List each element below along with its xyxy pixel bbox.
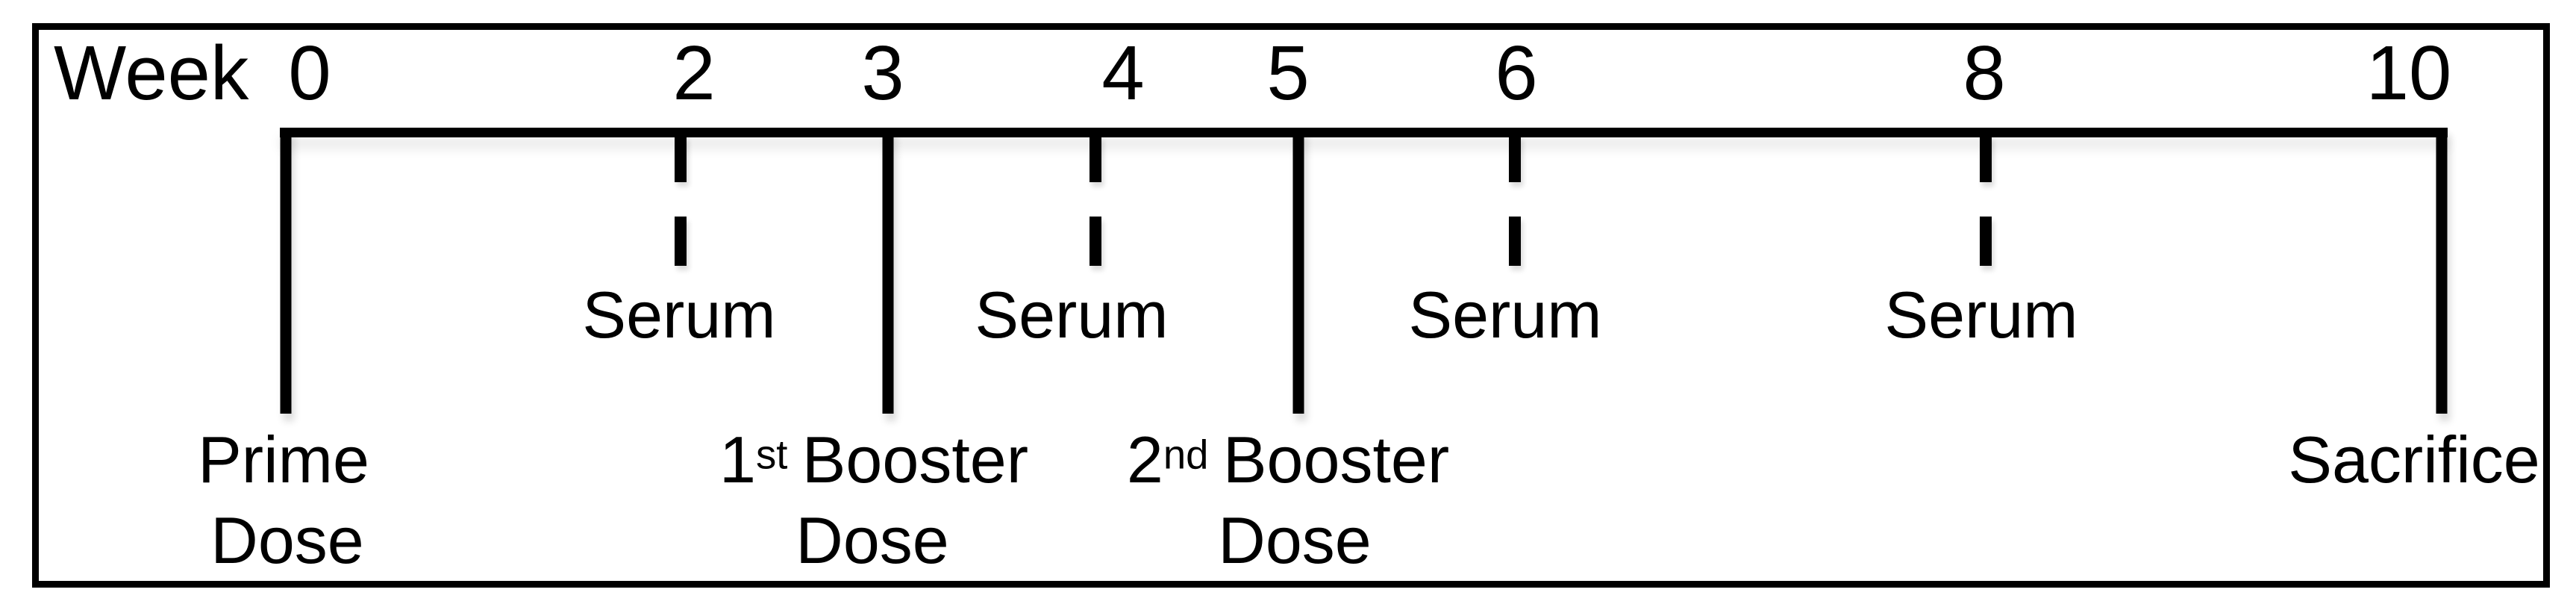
serum-label-week-4: Serum bbox=[975, 278, 1169, 352]
event-line-week-10-sacrifice bbox=[2436, 128, 2448, 414]
event-label-prime: Prime bbox=[198, 423, 369, 497]
serum-tick-week-8-segment-1 bbox=[1980, 135, 1992, 182]
serum-tick-week-2-segment-1 bbox=[675, 135, 687, 182]
week-tick-label-0: 0 bbox=[288, 30, 331, 116]
serum-tick-week-6-segment-2 bbox=[1509, 217, 1521, 266]
week-tick-label-4: 4 bbox=[1101, 30, 1145, 116]
serum-label-week-2: Serum bbox=[582, 278, 776, 352]
booster-2-ordinal: 2 bbox=[1126, 423, 1163, 497]
event-line-week-0-prime-dose bbox=[280, 128, 292, 414]
booster-2-ordinal-suffix: nd bbox=[1163, 432, 1209, 478]
event-label-sacrifice: Sacrifice bbox=[2288, 423, 2540, 497]
week-tick-label-2: 2 bbox=[672, 30, 716, 116]
serum-tick-week-4-segment-2 bbox=[1090, 217, 1101, 266]
timeline-axis-line bbox=[280, 128, 2448, 137]
booster-1-ordinal: 1 bbox=[719, 423, 756, 497]
event-line-week-5-booster-2 bbox=[1292, 128, 1304, 414]
event-line-week-3-booster-1 bbox=[882, 128, 894, 414]
week-tick-label-5: 5 bbox=[1266, 30, 1310, 116]
week-axis-label: Week bbox=[54, 30, 249, 116]
event-label-booster-2-dose-line2: Dose bbox=[1218, 503, 1372, 577]
serum-tick-week-2-segment-2 bbox=[675, 217, 687, 266]
figure-border-frame bbox=[32, 23, 2550, 588]
booster-1-word: Booster bbox=[801, 423, 1029, 497]
week-tick-label-8: 8 bbox=[1963, 30, 2006, 116]
serum-tick-week-4-segment-1 bbox=[1090, 135, 1101, 182]
serum-label-week-8: Serum bbox=[1884, 278, 2078, 352]
event-label-prime-dose-line2: Dose bbox=[210, 503, 364, 577]
booster-1-ordinal-suffix: st bbox=[755, 432, 788, 478]
week-tick-label-3: 3 bbox=[861, 30, 904, 116]
serum-label-week-6: Serum bbox=[1408, 278, 1602, 352]
booster-2-word: Booster bbox=[1222, 423, 1450, 497]
week-tick-label-6: 6 bbox=[1495, 30, 1538, 116]
event-label-booster-1-dose-line2: Dose bbox=[795, 503, 949, 577]
week-tick-label-10: 10 bbox=[2366, 30, 2452, 116]
serum-tick-week-8-segment-2 bbox=[1980, 217, 1992, 266]
serum-tick-week-6-segment-1 bbox=[1509, 135, 1521, 182]
